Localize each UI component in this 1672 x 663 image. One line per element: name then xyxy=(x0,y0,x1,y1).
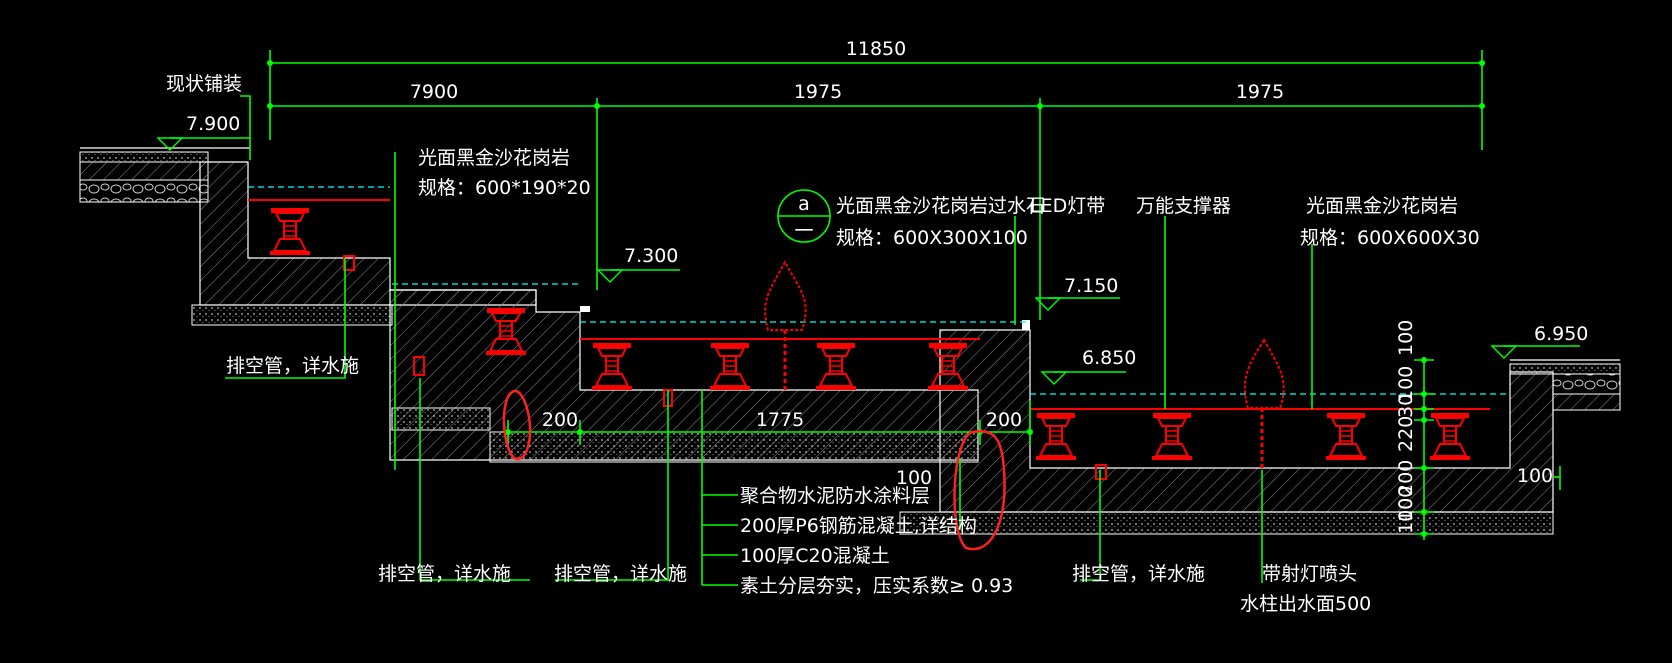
pedestal xyxy=(591,342,633,391)
dim-seg3: 1975 xyxy=(1236,81,1284,103)
pedestal xyxy=(1429,412,1471,461)
elevation-label: 6.850 xyxy=(1082,347,1136,369)
dim-seg1: 7900 xyxy=(410,81,458,103)
pedestal xyxy=(269,207,311,256)
vdim: 100 xyxy=(1395,366,1417,402)
vdim: 30 xyxy=(1395,394,1417,418)
vdim: 100 xyxy=(1395,486,1417,522)
pedestal xyxy=(1325,412,1367,461)
pedestal xyxy=(1035,412,1077,461)
label-granite-weir-spec: 规格：600X300X100 xyxy=(836,227,1028,249)
pedestal xyxy=(815,342,857,391)
label-led-strip: LED灯带 xyxy=(1030,195,1105,217)
fountain-jets xyxy=(764,259,1285,470)
dim-right-100: 100 xyxy=(1517,465,1553,487)
dim-1775: 1775 xyxy=(756,409,804,431)
label-drain-1: 排空管，详水施 xyxy=(226,355,359,377)
pedestal xyxy=(1151,412,1193,461)
detail-callout: a 一 xyxy=(777,189,831,243)
label-granite-right: 光面黑金沙花岗岩 xyxy=(1306,195,1458,217)
dim-200-right: 200 xyxy=(986,409,1022,431)
elevation-labels: 7.900 7.300 7.150 6.850 6.950 xyxy=(186,113,1588,369)
elevation-label: 7.150 xyxy=(1064,275,1118,297)
vdim: 100 xyxy=(1395,498,1417,534)
label-granite-right-spec: 规格：600X600X30 xyxy=(1300,227,1480,249)
label-drain-2: 排空管，详水施 xyxy=(378,563,511,585)
vdim: 200 xyxy=(1395,460,1417,496)
label-pedestal: 万能支撑器 xyxy=(1136,195,1231,217)
vertical-dimension-stack: 100 100 30 220 200 100 100 xyxy=(1395,320,1417,534)
label-existing-paving: 现状铺装 xyxy=(166,73,242,95)
dim-seg2: 1975 xyxy=(794,81,842,103)
label-granite-top-left: 光面黑金沙花岗岩 xyxy=(418,147,570,169)
detail-marker-bottom: 一 xyxy=(794,220,813,242)
elevation-label: 7.900 xyxy=(186,113,240,135)
dimension-lines xyxy=(170,50,1580,586)
dimension-ticks xyxy=(267,60,1485,537)
dim-200-left: 200 xyxy=(542,409,578,431)
label-granite-weir: 光面黑金沙花岗岩过水石 xyxy=(836,195,1045,217)
pedestal xyxy=(709,342,751,391)
vdim: 100 xyxy=(1395,320,1417,356)
label-granite-top-left-spec: 规格：600*190*20 xyxy=(418,177,591,199)
label-layer-4: 素土分层夯实，压实系数≥ 0.93 xyxy=(740,575,1013,597)
dim-total: 11850 xyxy=(846,38,906,60)
markup-circles xyxy=(502,389,1006,551)
elevation-label: 7.300 xyxy=(624,245,678,267)
label-layer-1: 聚合物水泥防水涂料层 xyxy=(740,485,930,507)
dim-step-100: 100 xyxy=(896,467,932,489)
label-layer-3: 100厚C20混凝土 xyxy=(740,545,890,567)
label-jet-height: 水柱出水面500 xyxy=(1240,593,1371,615)
label-fountain-head: 带射灯喷头 xyxy=(1262,563,1357,585)
dimension-text: 11850 7900 1975 1975 200 1775 200 100 10… xyxy=(410,38,1553,489)
elevation-label: 6.950 xyxy=(1534,323,1588,345)
annotation-labels: 现状铺装 光面黑金沙花岗岩 规格：600*190*20 光面黑金沙花岗岩过水石 … xyxy=(166,73,1480,615)
label-layer-2: 200厚P6钢筋混凝土,详结构 xyxy=(740,515,977,537)
label-drain-3: 排空管，详水施 xyxy=(554,563,687,585)
elevation-markers xyxy=(156,137,1518,385)
label-drain-4: 排空管，详水施 xyxy=(1072,563,1205,585)
structure xyxy=(79,147,1621,535)
detail-marker-top: a xyxy=(798,193,810,215)
vdim: 220 xyxy=(1395,416,1417,452)
